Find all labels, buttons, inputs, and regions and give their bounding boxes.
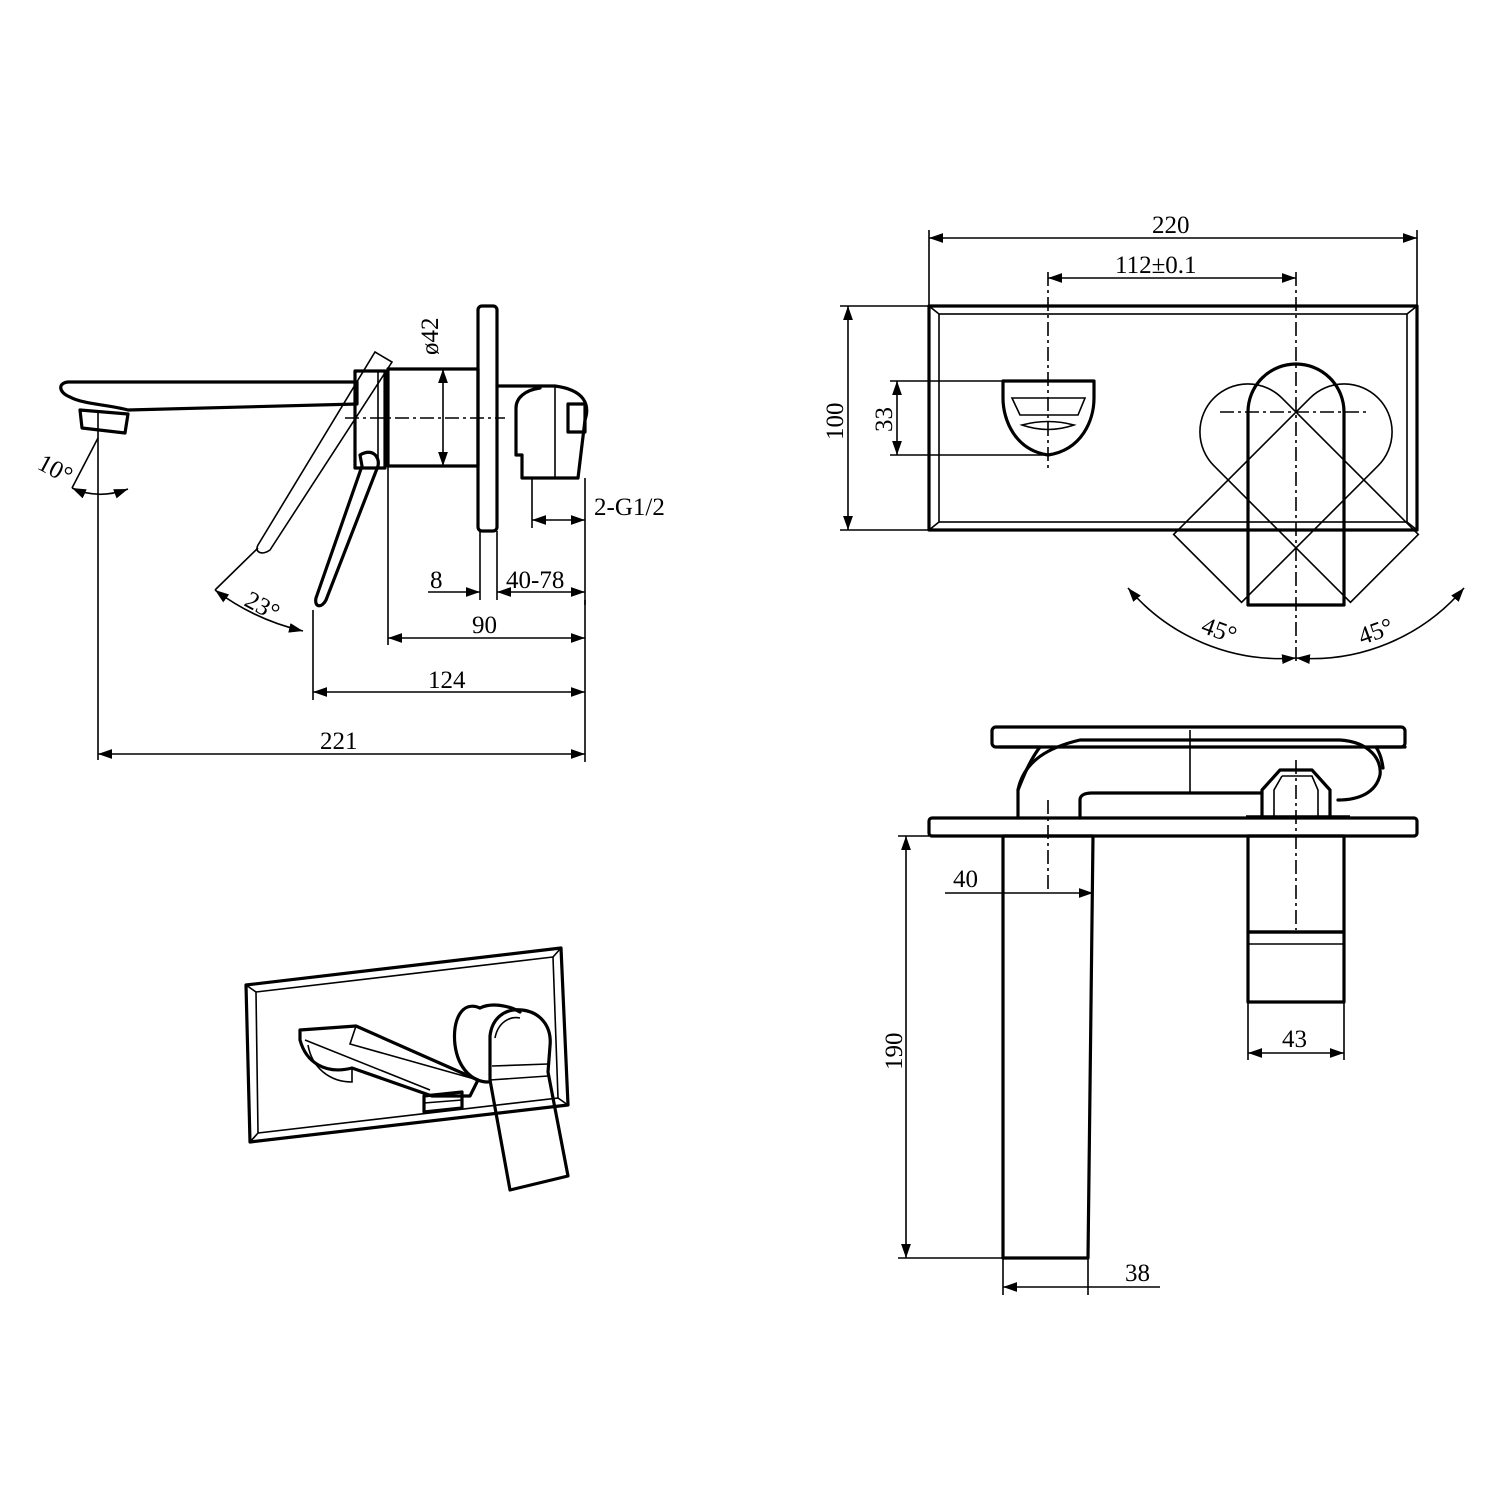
plate-width-label: 220 [1152,212,1190,239]
front-view-dimensions: 220 112±0.1 100 33 45° 45° [822,212,1465,664]
spout-tip-label: 38 [1125,1260,1150,1287]
iso-aerator [422,1090,464,1114]
top-body-loop [1016,738,1382,820]
wall-depth-label: 40-78 [506,567,564,594]
iso-spout [298,1024,480,1098]
plate-thickness-label: 8 [430,567,443,594]
front-handle-rotated [1199,383,1420,604]
top-view-dimensions: 40 43 190 38 [881,835,1345,1295]
side-view [59,304,589,608]
top-view [927,725,1419,1260]
top-back-plate [990,725,1407,749]
side-lever-rotated [256,350,394,554]
body-diameter-label: ø42 [417,318,444,356]
body-length-label: 90 [472,612,497,639]
spout-width-label: 40 [953,866,978,893]
front-wall-plate [927,304,1419,532]
lever-length-label: 124 [428,667,466,694]
rotate-right-label: 45° [1355,613,1397,650]
side-lever [314,450,380,608]
lever-angle-label: 23° [240,586,284,626]
spout-length-label: 190 [881,1033,908,1071]
side-spout [59,380,359,412]
isometric-view [244,946,570,1192]
inlet-thread-label: 2-G1/2 [594,494,665,521]
side-valve [495,384,589,480]
centre-distance-label: 112±0.1 [1115,252,1197,279]
top-wall-plate [927,816,1419,838]
front-handle [1246,362,1346,607]
plate-height-label: 100 [822,403,849,441]
iso-wall-plate [244,946,570,1144]
top-handle-grip [1246,930,1346,1004]
total-length-label: 221 [320,728,358,755]
spout-height-label: 33 [871,407,898,432]
iso-handle [488,1008,570,1192]
top-spout [1001,834,1095,1260]
side-aerator [78,408,130,435]
front-view [927,272,1420,662]
handle-diameter-label: 43 [1282,1026,1307,1053]
spout-angle-label: 10° [33,449,77,489]
